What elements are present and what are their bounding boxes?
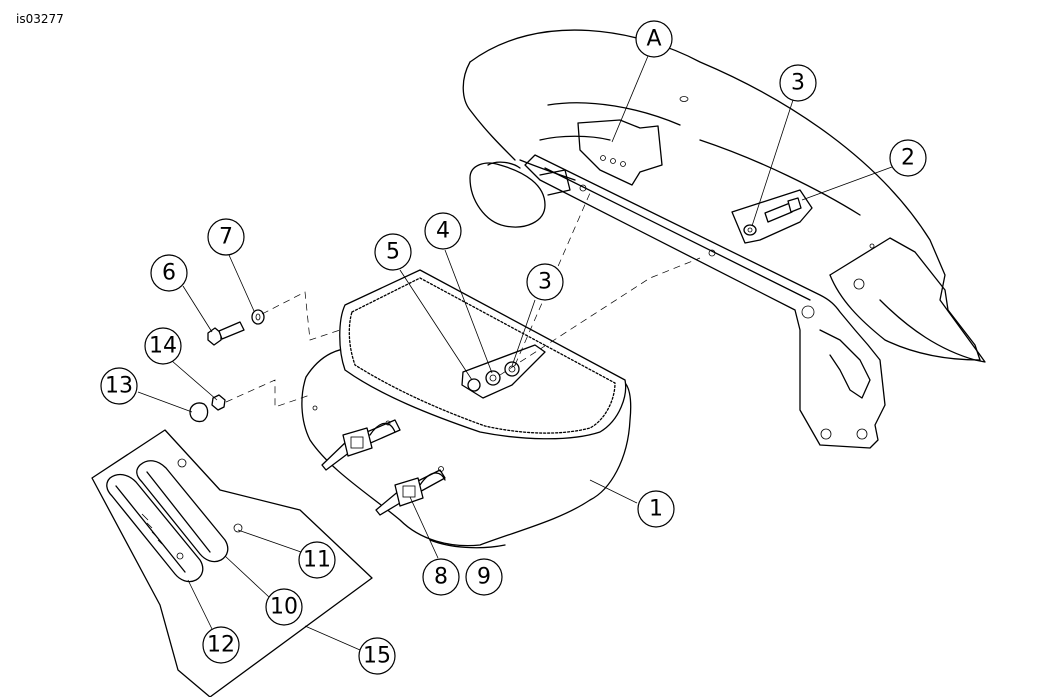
callout-9-label: 9 xyxy=(477,565,491,590)
reflector-inset xyxy=(91,429,373,697)
mounting-bracket-A xyxy=(577,119,663,186)
callout-A-label: A xyxy=(646,27,661,52)
callout-14-label: 14 xyxy=(149,334,177,359)
callout-1-label: 1 xyxy=(649,497,663,522)
bracket-bolt-assembly xyxy=(731,189,813,244)
callout-3-lower: 3 xyxy=(526,263,564,301)
callout-9: 9 xyxy=(465,558,503,596)
turn-signal-lamp xyxy=(469,161,571,228)
callout-4: 4 xyxy=(424,212,462,250)
callout-A: A xyxy=(635,20,673,58)
figure-id-label: is03277 xyxy=(16,12,64,26)
callout-10: 10 xyxy=(265,588,303,626)
callout-8-label: 8 xyxy=(434,565,448,590)
callout-7: 7 xyxy=(207,218,245,256)
bag-support-rail xyxy=(524,154,886,449)
alignment-lines xyxy=(225,192,701,408)
callout-14: 14 xyxy=(144,327,182,365)
loose-hardware xyxy=(189,309,265,423)
callout-5-label: 5 xyxy=(386,240,400,265)
callout-10-label: 10 xyxy=(270,595,298,620)
callout-3-lower-label: 3 xyxy=(538,270,552,295)
callout-8: 8 xyxy=(422,558,460,596)
callout-7-label: 7 xyxy=(219,225,233,250)
reflector-label-marks xyxy=(141,513,163,545)
callout-3-upper-label: 3 xyxy=(791,71,805,96)
callout-1: 1 xyxy=(637,490,675,528)
callout-6: 6 xyxy=(150,254,188,292)
callout-2-label: 2 xyxy=(901,146,915,171)
saddlebag xyxy=(301,269,632,549)
callout-12: 12 xyxy=(202,626,240,664)
callout-13: 13 xyxy=(100,367,138,405)
callout-2: 2 xyxy=(889,139,927,177)
leader-lines xyxy=(137,55,893,651)
callout-5: 5 xyxy=(374,233,412,271)
callout-12-label: 12 xyxy=(207,633,235,658)
callout-13-label: 13 xyxy=(105,374,133,399)
callout-15-label: 15 xyxy=(363,644,391,669)
callout-6-label: 6 xyxy=(162,261,176,286)
callout-15: 15 xyxy=(358,637,396,675)
callout-3-upper: 3 xyxy=(779,64,817,102)
callout-11: 11 xyxy=(298,541,336,579)
rear-fender xyxy=(462,29,986,363)
callout-4-label: 4 xyxy=(436,219,450,244)
callout-11-label: 11 xyxy=(303,548,331,573)
